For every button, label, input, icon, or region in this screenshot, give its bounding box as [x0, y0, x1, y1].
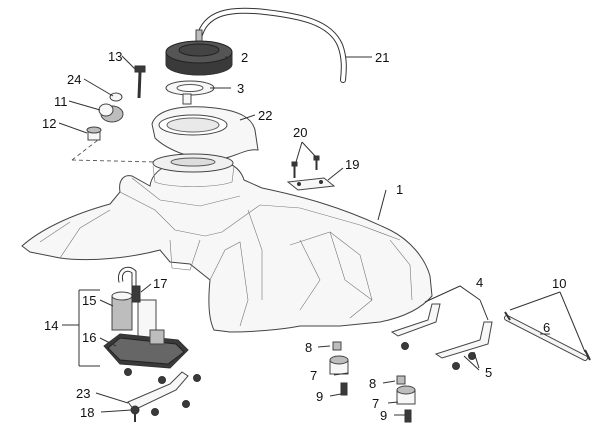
tank-brackets: [390, 303, 493, 359]
pump-bracket-strip: [127, 371, 189, 411]
rod-clips: [504, 311, 591, 361]
callout-22: 22: [258, 108, 272, 123]
callout-5: 5: [485, 365, 492, 380]
callout-8-left: 8: [305, 340, 312, 355]
callout-13: 13: [108, 49, 122, 64]
grommet: [98, 103, 124, 123]
rubber-mount-left: [329, 341, 349, 396]
callout-6: 6: [543, 320, 550, 335]
screw-pair: [291, 155, 320, 178]
bolt: [134, 65, 146, 99]
callout-7-left: 7: [310, 368, 317, 383]
callout-18: 18: [80, 405, 94, 420]
fuel-tank: [21, 153, 433, 333]
mount-plate: [286, 177, 336, 191]
callout-9-right: 9: [380, 408, 387, 423]
callout-12: 12: [42, 116, 56, 131]
callout-14: 14: [44, 318, 58, 333]
rubber-mount-right: [396, 375, 416, 423]
callout-15: 15: [82, 293, 96, 308]
callout-24: 24: [67, 72, 81, 87]
dashed-reference-line: [71, 139, 156, 163]
bracket-screws: [401, 342, 476, 370]
callout-8-right: 8: [369, 376, 376, 391]
fuel-cap: [165, 29, 233, 76]
callout-7-right: 7: [372, 396, 379, 411]
cap-seal-ring: [165, 80, 215, 105]
callout-4: 4: [476, 275, 483, 290]
callout-2: 2: [241, 50, 248, 65]
callout-3: 3: [237, 81, 244, 96]
washer: [109, 92, 123, 102]
callout-23: 23: [76, 386, 90, 401]
callout-16: 16: [82, 330, 96, 345]
spacer: [86, 126, 102, 141]
screw: [130, 405, 140, 422]
cap-surround-cover: [151, 106, 259, 161]
fuel-pump-assembly: [103, 266, 189, 369]
callout-20: 20: [293, 125, 307, 140]
callout-19: 19: [345, 157, 359, 172]
callout-21: 21: [375, 50, 389, 65]
support-rod: [504, 315, 588, 361]
callout-17: 17: [153, 276, 167, 291]
callout-1: 1: [396, 182, 403, 197]
breather-hose: [196, 7, 347, 83]
callout-9-left: 9: [316, 389, 323, 404]
pump-screws: [124, 368, 201, 416]
leader-lines: [58, 55, 586, 416]
callout-11: 11: [54, 94, 68, 109]
callout-10: 10: [552, 276, 566, 291]
